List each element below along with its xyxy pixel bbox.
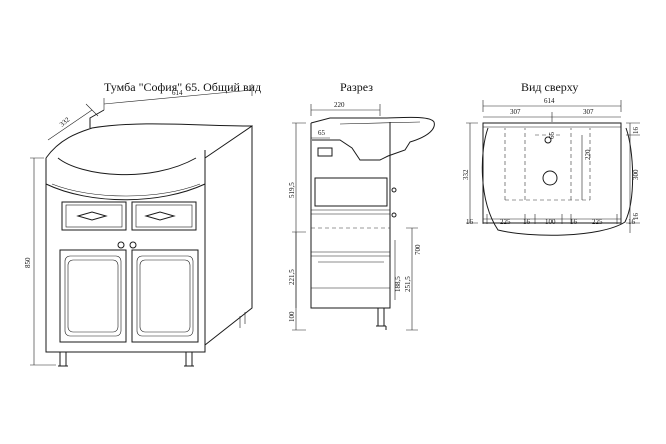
dim-bottom-16a: 16 (466, 218, 474, 226)
section-drawer (314, 177, 388, 207)
tap-hole (544, 136, 552, 144)
top-outline (482, 122, 622, 224)
section-body (310, 122, 391, 309)
dim-top-220: 220 (584, 149, 592, 160)
dim-bottom-16b: 16 (523, 218, 531, 226)
section-sink-profile (310, 116, 435, 161)
dim-top-16b: 16 (632, 213, 640, 221)
sink-basin-inner (57, 157, 197, 176)
right-drawer (131, 201, 197, 231)
dim-top-right: 307 (583, 108, 594, 116)
top-view-drawing: 614 307 307 332 300 16 16 220 65 16 225 … (462, 97, 640, 236)
dim-bottom-16c: 16 (570, 218, 578, 226)
top-sink-outline (481, 127, 634, 236)
cabinet-back-edge (89, 109, 206, 158)
dim-top-width: 614 (544, 97, 555, 105)
dim-bottom-100: 100 (545, 218, 556, 226)
dim-general-depth: 332 (58, 115, 72, 128)
right-knob (129, 241, 137, 249)
dim-bottom-225b: 225 (592, 218, 603, 226)
dim-section-700: 700 (414, 244, 422, 255)
left-drawer (61, 201, 127, 231)
title-section: Разрез (340, 80, 373, 94)
dim-general-width: 614 (172, 89, 183, 97)
leg-right (184, 352, 194, 367)
title-general-view: Тумба "София" 65. Общий вид (104, 80, 262, 94)
dim-top-332: 332 (462, 169, 470, 180)
general-view-drawing: 614 332 850 (24, 84, 253, 367)
dim-section-251: 251,5 (404, 276, 412, 292)
right-door (131, 249, 199, 343)
dim-top-16a: 16 (632, 127, 640, 135)
dim-top-left: 307 (510, 108, 521, 116)
title-top-view: Вид сверху (521, 80, 579, 94)
siphon (317, 147, 333, 157)
dim-section-65: 65 (318, 129, 326, 137)
dim-bottom-16d: 16 (628, 218, 636, 226)
leg-left (58, 352, 68, 367)
dim-bottom-225a: 225 (500, 218, 511, 226)
section-view-drawing: 220 65 519,5 221,5 100 700 188,5 251,5 (288, 101, 435, 331)
drain-hole (542, 170, 558, 186)
dim-general-height: 850 (24, 257, 32, 268)
sink-front-curve (45, 183, 206, 201)
cabinet-front-outline (45, 158, 206, 353)
dim-top-65: 65 (548, 132, 556, 140)
dim-section-221: 221,5 (288, 269, 296, 285)
dim-section-188: 188,5 (394, 276, 402, 292)
left-door (59, 249, 127, 343)
dim-top-300: 300 (632, 169, 640, 180)
cabinet-side-panel (204, 125, 253, 346)
dim-section-100: 100 (288, 311, 296, 322)
dim-section-220: 220 (334, 101, 345, 109)
dim-section-519: 519,5 (288, 182, 296, 198)
sink-basin-rim (45, 123, 253, 159)
left-knob (117, 241, 125, 249)
